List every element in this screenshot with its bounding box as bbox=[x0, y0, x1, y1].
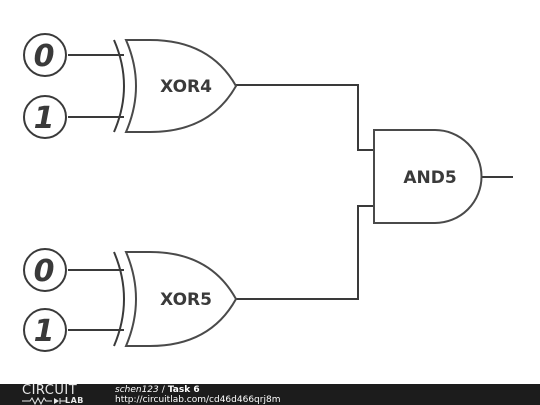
xor4-gate[interactable]: XOR4 bbox=[113, 39, 238, 133]
xor4-label: XOR4 bbox=[160, 77, 212, 97]
logo-text-bottom: LAB bbox=[65, 396, 84, 405]
logo-circuit-icon bbox=[22, 397, 66, 405]
xor5-gate[interactable]: XOR5 bbox=[113, 251, 238, 347]
xor4-body bbox=[124, 39, 238, 133]
and5-label: AND5 bbox=[403, 168, 456, 188]
footer-bar: CIRCUIT LAB schen123/Task 6 http://circu… bbox=[0, 384, 540, 405]
author-link[interactable]: schen123 bbox=[115, 385, 159, 395]
meta-separator: / bbox=[161, 385, 165, 395]
xor5-body bbox=[124, 251, 238, 347]
xor5-label: XOR5 bbox=[160, 290, 212, 310]
and5-gate[interactable]: AND5 bbox=[373, 129, 483, 224]
input-value: 0 bbox=[34, 254, 55, 289]
input-source[interactable]: 0 bbox=[23, 33, 67, 77]
circuitlab-logo[interactable]: CIRCUIT LAB bbox=[22, 384, 94, 405]
xor4-input-curve bbox=[113, 39, 125, 133]
input-circle bbox=[23, 308, 67, 352]
input-source[interactable]: 1 bbox=[23, 308, 67, 352]
wires bbox=[68, 54, 513, 331]
circuit-diagram: XOR4 XOR5 AND5 0 1 0 1 bbox=[23, 33, 513, 352]
wire-xor5-and5 bbox=[236, 205, 374, 300]
circuit-title[interactable]: Task 6 bbox=[167, 385, 200, 395]
input-source[interactable]: 0 bbox=[23, 248, 67, 292]
and5-body bbox=[373, 129, 483, 224]
circuit-meta: schen123/Task 6 http://circuitlab.com/cd… bbox=[115, 385, 280, 405]
input-value: 1 bbox=[34, 101, 55, 136]
logo-text-top: CIRCUIT bbox=[22, 383, 78, 398]
input-circle bbox=[23, 95, 67, 139]
xor5-input-curve bbox=[113, 251, 125, 347]
input-value: 1 bbox=[34, 314, 55, 349]
circuit-url[interactable]: http://circuitlab.com/cd46d466qrj8m bbox=[115, 395, 281, 405]
input-value: 0 bbox=[34, 39, 55, 74]
input-source[interactable]: 1 bbox=[23, 95, 67, 139]
input-circle bbox=[23, 33, 67, 77]
wire-xor4-and5 bbox=[236, 84, 374, 151]
input-circle bbox=[23, 248, 67, 292]
